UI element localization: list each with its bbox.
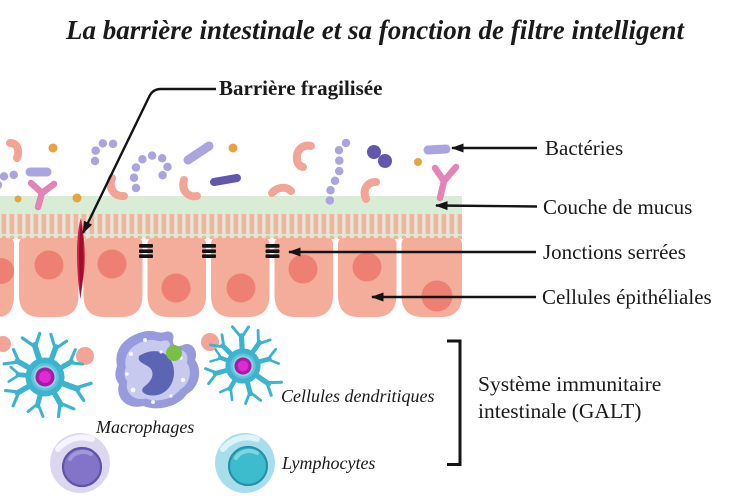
epithelial-nuclei (0, 249, 453, 312)
diagram-title: La barrière intestinale et sa fonction d… (66, 15, 684, 45)
label-galt-system: Système immunitaire intestinale (GALT) (478, 372, 662, 423)
cell-nucleus (352, 252, 382, 282)
label-tight-junctions: Jonctions serrées (543, 240, 686, 264)
annotation-arrows (81, 87, 538, 302)
cell-nucleus (0, 258, 14, 284)
macrophage-illustration (115, 330, 200, 409)
dendritic-cell-illustration (4, 332, 91, 417)
cocci-chain-bacteria (0, 138, 351, 208)
cell-nucleus (226, 273, 256, 303)
microvilli-brush-border (0, 214, 462, 239)
label-dendritic-cells: Cellules dendritiques (281, 386, 435, 406)
tight-junctions (139, 244, 280, 258)
label-bacteria: Bactéries (545, 136, 624, 160)
cell-nucleus (34, 250, 64, 280)
crescent-bacteria (6, 139, 380, 203)
branched-bacteria (27, 163, 460, 211)
macrophage-speckles (125, 338, 186, 404)
tight-junction (265, 244, 280, 258)
label-macrophages: Macrophages (96, 417, 195, 437)
label-fragile-barrier: Barrière fragilisée (219, 76, 383, 100)
dot-bacteria (14, 143, 422, 203)
cell-nucleus (161, 273, 191, 303)
mucus-arrow (435, 201, 538, 211)
lymphocyte-illustration (50, 433, 110, 493)
cell-nucleus (97, 249, 127, 279)
purple-bacteria (210, 145, 392, 186)
bacteria-field (0, 138, 460, 211)
galt-bracket (447, 339, 462, 466)
fragile-barrier-leader-line (81, 87, 216, 234)
rod-bacteria (25, 141, 451, 177)
label-mucus-layer: Couche de mucus (543, 195, 693, 219)
dendritic-cell-illustration (198, 318, 293, 412)
barrier-crack (76, 218, 85, 299)
label-lymphocytes: Lymphocytes (282, 453, 376, 473)
cell-nucleus (288, 254, 318, 284)
tight-junction (202, 244, 216, 258)
tight-junction (139, 244, 153, 258)
engulfed-particle (166, 345, 182, 361)
label-epithelial-cells: Cellules épithéliales (542, 285, 712, 309)
lymphocyte-illustration (215, 433, 275, 493)
